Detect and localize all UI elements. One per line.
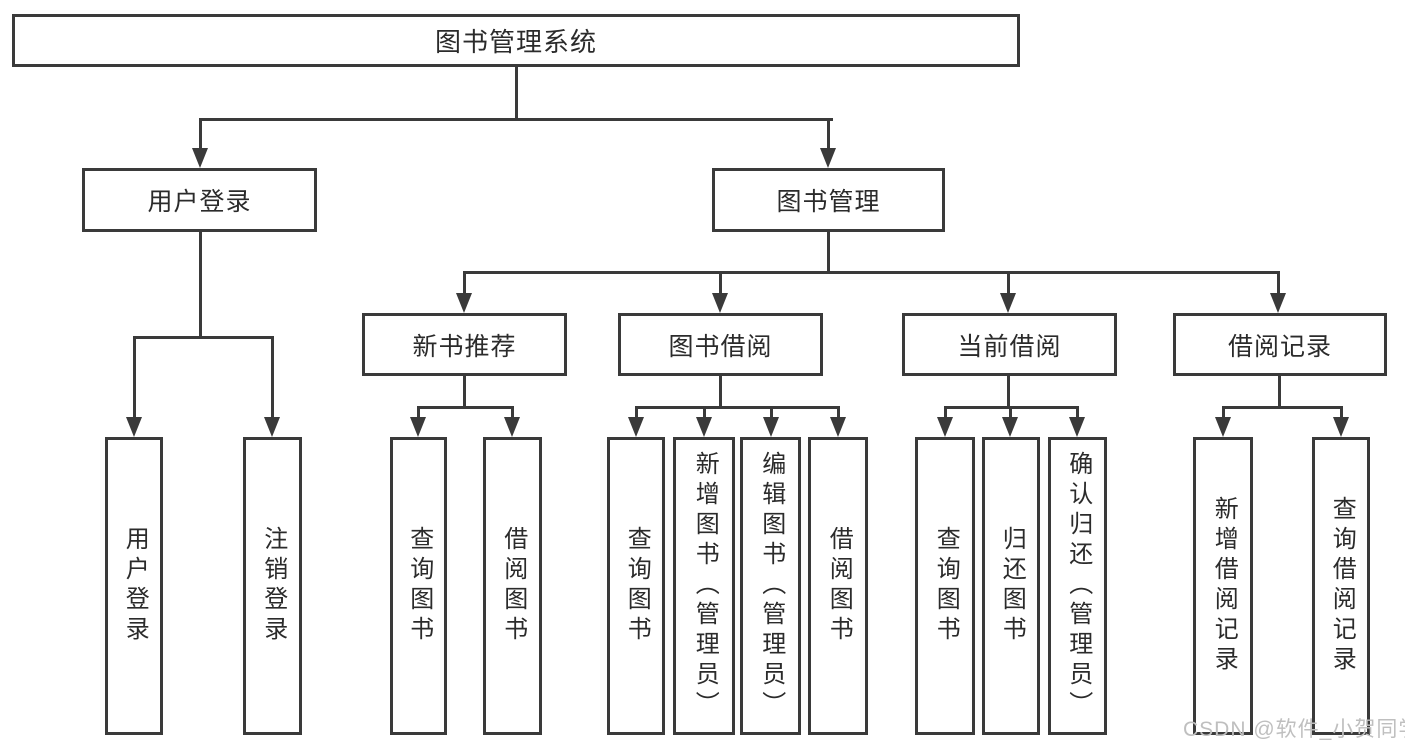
node-label: 用户登录 <box>147 188 252 216</box>
arrow-down-icon <box>937 417 953 437</box>
node-add-books-admin: 新增图书（管理员） <box>673 437 735 735</box>
node-return-books: 归还图书 <box>982 437 1040 735</box>
arrow-down-icon <box>1000 293 1016 313</box>
connector-borrow-records-stem <box>1278 376 1281 409</box>
node-current-borrowing: 当前借阅 <box>902 313 1117 376</box>
node-query-books-recommend: 查询图书 <box>390 437 447 735</box>
arrow-down-icon <box>1215 417 1231 437</box>
connector-drop-current-borrow <box>1007 271 1010 297</box>
arrow-down-icon <box>1002 417 1018 437</box>
connector-drop-new-book <box>463 271 466 297</box>
arrow-down-icon <box>126 417 142 437</box>
node-label: 归还图书 <box>998 526 1026 646</box>
node-borrow-books: 借阅图书 <box>808 437 868 735</box>
node-query-books-borrowing: 查询图书 <box>607 437 665 735</box>
node-label: 图书管理系统 <box>434 27 597 57</box>
connector-drop-book-management <box>827 118 830 152</box>
node-label: 新增图书（管理员） <box>691 451 719 721</box>
node-label: 注销登录 <box>259 526 287 646</box>
connector-drop <box>1340 406 1343 421</box>
connector-current-borrow-stem <box>1007 376 1010 409</box>
node-label: 借阅图书 <box>499 526 527 646</box>
arrow-down-icon <box>712 293 728 313</box>
node-label: 用户登录 <box>121 526 149 646</box>
arrow-down-icon <box>504 417 520 437</box>
connector-drop <box>837 406 840 421</box>
node-logout: 注销登录 <box>243 437 302 735</box>
arrow-down-icon <box>1333 417 1349 437</box>
connector-drop <box>1222 406 1225 421</box>
connector-new-book-rail <box>417 406 514 409</box>
connector-drop-user-login <box>199 118 202 152</box>
connector-drop <box>635 406 638 421</box>
node-label: 借阅记录 <box>1227 332 1332 361</box>
connector-book-management-stem <box>827 232 830 274</box>
connector-new-book-stem <box>463 376 466 409</box>
node-label: 借阅图书 <box>825 526 853 646</box>
connector-drop <box>1076 406 1079 421</box>
arrow-down-icon <box>830 417 846 437</box>
node-add-borrow-record: 新增借阅记录 <box>1193 437 1253 735</box>
connector-drop-login <box>133 336 136 421</box>
connector-root-stem <box>515 67 518 121</box>
connector-user-login-stem <box>199 232 202 339</box>
node-edit-books-admin: 编辑图书（管理员） <box>740 437 801 735</box>
arrow-down-icon <box>696 417 712 437</box>
connector-drop <box>944 406 947 421</box>
node-label: 查询借阅记录 <box>1328 496 1356 676</box>
node-label: 查询图书 <box>932 526 960 646</box>
node-book-management: 图书管理 <box>712 168 945 232</box>
connector-drop <box>1009 406 1012 421</box>
node-library-management-system: 图书管理系统 <box>12 14 1020 67</box>
node-label: 确认归还（管理员） <box>1064 451 1092 721</box>
node-label: 图书管理 <box>776 188 881 216</box>
connector-drop-logout <box>271 336 274 421</box>
node-label: 新增借阅记录 <box>1210 496 1238 676</box>
connector-book-borrow-rail <box>635 406 840 409</box>
arrow-down-icon <box>1270 293 1286 313</box>
node-new-book-recommend: 新书推荐 <box>362 313 567 376</box>
node-query-books-current: 查询图书 <box>915 437 975 735</box>
node-user-login: 用户登录 <box>82 168 317 232</box>
arrow-down-icon <box>410 417 426 437</box>
csdn-watermark: CSDN @软件_小贺同学 <box>1183 718 1405 741</box>
node-confirm-return-admin: 确认归还（管理员） <box>1048 437 1107 735</box>
connector-user-login-rail <box>133 336 274 339</box>
connector-borrow-records-rail <box>1222 406 1343 409</box>
node-label: 新书推荐 <box>412 332 517 361</box>
node-label: 编辑图书（管理员） <box>757 451 785 721</box>
node-label: 当前借阅 <box>957 332 1062 361</box>
connector-drop-book-borrow <box>719 271 722 297</box>
node-borrowing-records: 借阅记录 <box>1173 313 1387 376</box>
node-label: 查询图书 <box>623 526 651 646</box>
node-borrow-books-recommend: 借阅图书 <box>483 437 542 735</box>
node-book-borrowing: 图书借阅 <box>618 313 823 376</box>
arrow-down-icon <box>1069 417 1085 437</box>
connector-drop <box>511 406 514 421</box>
connector-root-rail <box>199 118 833 121</box>
node-user-login-leaf: 用户登录 <box>105 437 163 735</box>
arrow-down-icon <box>192 148 208 168</box>
node-query-borrow-record: 查询借阅记录 <box>1312 437 1370 735</box>
connector-drop <box>770 406 773 421</box>
arrow-down-icon <box>628 417 644 437</box>
arrow-down-icon <box>456 293 472 313</box>
connector-book-management-rail <box>463 271 1280 274</box>
node-label: 图书借阅 <box>668 332 773 361</box>
connector-drop-borrow-records <box>1277 271 1280 297</box>
connector-drop <box>417 406 420 421</box>
arrow-down-icon <box>820 148 836 168</box>
connector-book-borrow-stem <box>719 376 722 409</box>
arrow-down-icon <box>264 417 280 437</box>
arrow-down-icon <box>763 417 779 437</box>
node-label: 查询图书 <box>405 526 433 646</box>
connector-drop <box>703 406 706 421</box>
